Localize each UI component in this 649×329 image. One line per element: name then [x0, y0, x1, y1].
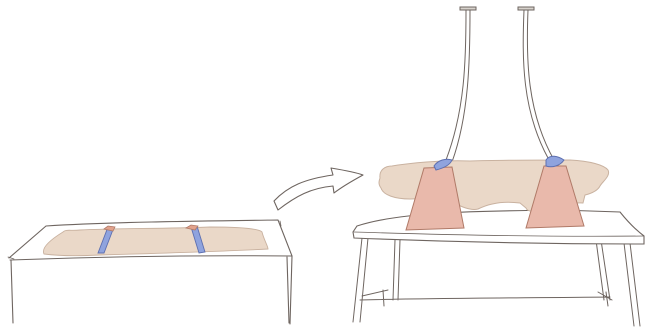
trestle-top	[352, 209, 645, 245]
ceiling-mount-left	[459, 6, 477, 11]
clip-right	[545, 155, 565, 168]
clip-left	[433, 158, 453, 171]
flat-hide	[42, 226, 269, 257]
cord-left	[445, 9, 471, 163]
clamp-right	[525, 165, 585, 229]
suspended-scene	[352, 6, 645, 327]
flat-table-scene	[7, 219, 293, 325]
trestle-legs	[352, 237, 641, 327]
flat-strap-left-tab	[103, 225, 116, 232]
ceiling-mount-right	[517, 6, 535, 11]
flat-table-top	[8, 219, 293, 259]
flat-table-front	[10, 255, 293, 325]
cord-right	[522, 9, 555, 161]
curved-arrow-icon	[273, 167, 364, 211]
flat-strap-right-tab	[184, 224, 199, 231]
